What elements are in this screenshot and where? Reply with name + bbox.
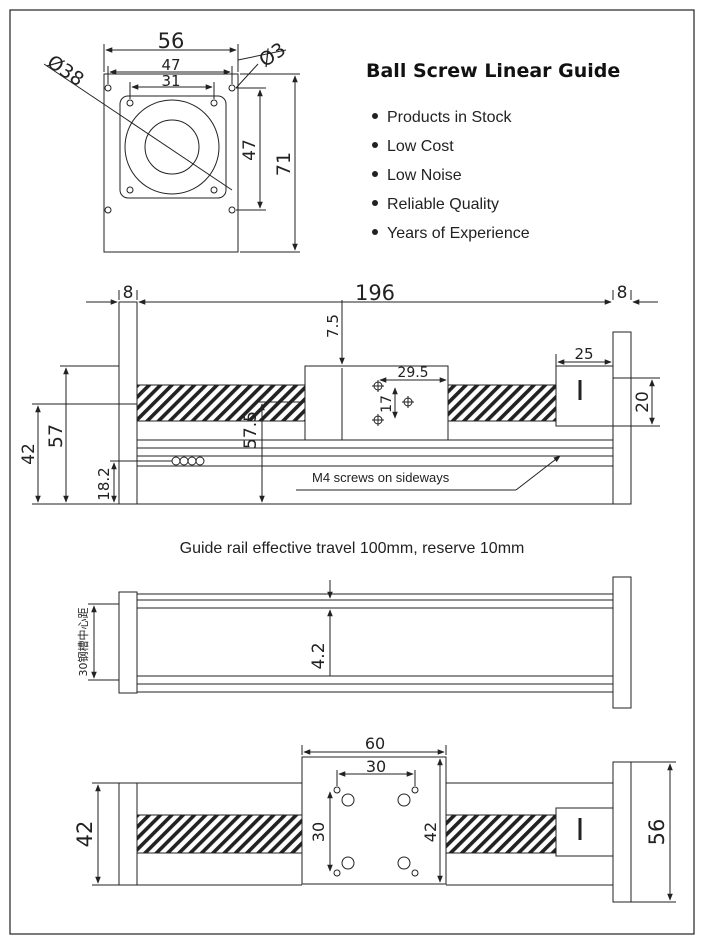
- bore-diameter-label: Ø38: [43, 51, 88, 91]
- right-end-plate: [612, 331, 632, 505]
- screw-hole: [195, 456, 205, 466]
- rail-gap-label: 4.2: [309, 642, 329, 669]
- bullet-icon: [372, 141, 378, 148]
- motor-coupling-block: [555, 365, 614, 427]
- diameter-leader: [43, 63, 233, 191]
- bullet-icon: [372, 199, 378, 206]
- top-body-height-label: 42: [73, 821, 97, 848]
- left-plate-label: 8: [123, 283, 134, 303]
- travel-caption: Guide rail effective travel 100mm, reser…: [179, 540, 525, 557]
- flange-plate: [103, 73, 239, 253]
- screw-hole: [187, 456, 197, 466]
- motor-block-width-label: 25: [574, 345, 593, 363]
- top-screw-left: [136, 814, 303, 854]
- bore-inner: [144, 119, 200, 175]
- top-right-plate: [612, 761, 632, 903]
- rail-right-plate: [612, 576, 632, 709]
- center-height-label: 57.5: [241, 411, 261, 449]
- length-label: 196: [355, 281, 395, 305]
- product-heading: Ball Screw Linear Guide: [366, 60, 621, 82]
- flange-inner-label: 31: [161, 72, 180, 90]
- feature-item: Years of Experience: [372, 222, 530, 251]
- top-carriage: [301, 756, 447, 885]
- top-end-plate-label: 56: [645, 819, 669, 846]
- feature-item: Low Cost: [372, 135, 530, 164]
- rail-view: [88, 576, 632, 709]
- feature-text: Low Cost: [387, 138, 454, 155]
- rail-height-label: 18.2: [95, 467, 113, 500]
- screw-section-right: [447, 384, 559, 422]
- mount-hole: [104, 206, 112, 214]
- bullet-icon: [372, 112, 378, 119]
- rail-left-plate: [118, 591, 138, 694]
- feature-item: Low Noise: [372, 164, 530, 193]
- motor-hole: [126, 99, 134, 107]
- flange-inner-square: [119, 95, 227, 199]
- feature-text: Years of Experience: [387, 225, 530, 242]
- flange-bolt-v-label: 47: [240, 139, 260, 161]
- carriage-offset-label: 7.5: [324, 314, 342, 338]
- mount-hole: [228, 206, 236, 214]
- top-motor-block: [555, 807, 614, 857]
- top-hole-v-label: 30: [309, 822, 328, 842]
- flange-width-label: 56: [158, 29, 185, 53]
- bullet-icon: [372, 170, 378, 177]
- base-height-label: 42: [19, 443, 39, 465]
- bullet-icon: [372, 228, 378, 235]
- flange-view: [43, 44, 300, 253]
- left-end-plate: [118, 301, 138, 505]
- hole-leader: [237, 49, 287, 61]
- screw-hole: [179, 456, 189, 466]
- feature-item: Products in Stock: [372, 106, 530, 135]
- feature-list: Products in Stock Low Cost Low Noise Rel…: [372, 106, 530, 251]
- hole-spacing-h-label: 29.5: [397, 365, 428, 381]
- motor-hole: [210, 186, 218, 194]
- top-hole-h-label: 30: [366, 757, 386, 776]
- slot-center-label: 30钢槽中心距: [77, 608, 90, 677]
- overall-height-label: 57: [45, 424, 67, 448]
- motor-block-height-label: 20: [633, 391, 653, 413]
- flange-bolt-h-label: 47: [161, 56, 180, 74]
- hole-spacing-v-label: 17: [379, 395, 395, 413]
- top-carriage-width-label: 60: [365, 734, 385, 753]
- side-screw-note: M4 screws on sideways: [312, 470, 450, 485]
- top-carriage-height-label: 42: [421, 822, 440, 842]
- bore-outer: [124, 99, 220, 195]
- feature-text: Low Noise: [387, 167, 462, 184]
- hole-diameter-label: Ø3: [255, 38, 290, 71]
- flange-height-label: 71: [273, 152, 295, 176]
- top-view: [92, 745, 676, 903]
- sheet-border: [9, 9, 695, 935]
- top-left-plate: [118, 782, 138, 886]
- motor-hole: [210, 99, 218, 107]
- screw-hole: [171, 456, 181, 466]
- mount-hole: [228, 84, 236, 92]
- right-plate-label: 8: [617, 283, 628, 303]
- feature-text: Reliable Quality: [387, 196, 500, 213]
- motor-hole: [126, 186, 134, 194]
- feature-text: Products in Stock: [387, 109, 512, 126]
- mount-hole: [104, 84, 112, 92]
- top-screw-right: [445, 814, 557, 854]
- feature-item: Reliable Quality: [372, 193, 530, 222]
- side-view: [32, 290, 660, 505]
- screw-section-left: [136, 384, 306, 422]
